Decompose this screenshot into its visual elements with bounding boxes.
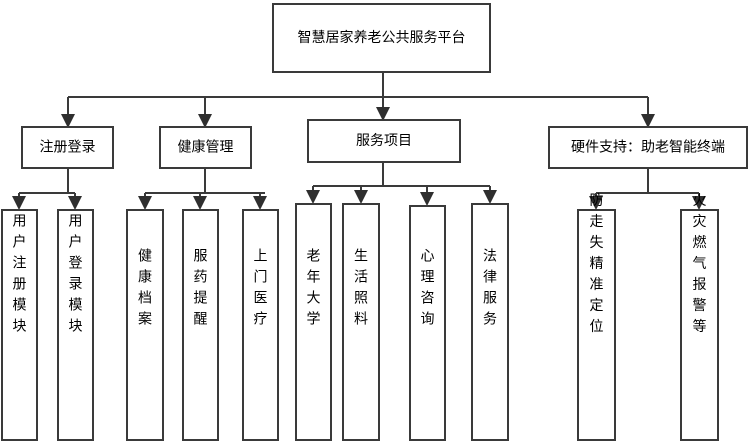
node-root-label: 智慧居家养老公共服务平台	[298, 29, 466, 46]
node-health-record-label: 健康档案	[138, 249, 152, 328]
node-health-record[interactable]: 健康档案	[126, 209, 164, 441]
node-user-login-module[interactable]: 用户登录模块	[57, 209, 94, 441]
node-anti-wander-positioning-label: 防走失精准定位	[590, 193, 604, 335]
node-daily-care-label: 生活照料	[354, 249, 368, 328]
node-service-items-label: 服务项目	[356, 133, 412, 149]
node-daily-care[interactable]: 生活照料	[342, 203, 380, 441]
node-hardware-support-box[interactable]	[548, 126, 748, 169]
node-psychological-counseling[interactable]: 心理咨询	[409, 205, 446, 441]
arrowhead-legal-service	[483, 190, 497, 204]
node-user-register-module-box[interactable]	[1, 209, 38, 441]
node-home-visit-medical-label: 上门医疗	[254, 249, 268, 328]
node-root[interactable]: 智慧居家养老公共服务平台	[272, 3, 491, 73]
node-hardware-support-label: 硬件支持：助老智能终端	[571, 140, 725, 156]
connector-layer	[12, 72, 706, 210]
node-user-login-module-box[interactable]	[57, 209, 94, 441]
arrowhead-daily-care	[354, 190, 368, 204]
node-user-register-module-label: 用户注册模块	[13, 215, 27, 335]
node-legal-service-box[interactable]	[471, 203, 509, 441]
arrowhead-user-register-module	[12, 196, 26, 210]
arrowhead-fire-gas-alarm	[692, 196, 706, 210]
node-user-login-module-label: 用户登录模块	[69, 215, 83, 335]
node-user-register-module[interactable]: 用户注册模块	[1, 209, 38, 441]
node-home-visit-medical-box[interactable]	[242, 209, 279, 441]
node-senior-university-box[interactable]	[295, 203, 332, 441]
node-fire-gas-alarm[interactable]: 火灾燃气报警等	[680, 194, 719, 441]
node-medication-reminder[interactable]: 服药提醒	[182, 209, 219, 441]
node-legal-service-label: 法律服务	[483, 249, 497, 328]
node-health-management-label: 健康管理	[178, 139, 234, 156]
node-daily-care-box[interactable]	[342, 203, 380, 441]
node-psychological-counseling-box[interactable]	[409, 205, 446, 441]
node-medication-reminder-label: 服药提醒	[194, 250, 208, 328]
arrowhead-register-login	[61, 114, 75, 128]
arrowhead-senior-university	[306, 190, 320, 204]
node-psychological-counseling-label: 心理咨询	[421, 249, 435, 328]
arrowhead-medication-reminder	[193, 196, 207, 210]
node-health-record-box[interactable]	[126, 209, 164, 441]
arrowhead-service-items	[376, 107, 390, 121]
node-anti-wander-positioning-box[interactable]	[577, 209, 616, 441]
node-legal-service[interactable]: 法律服务	[471, 203, 509, 441]
arrowhead-user-login-module	[68, 196, 82, 210]
node-senior-university-label: 老年大学	[307, 249, 321, 328]
arrowhead-hardware-support	[641, 114, 655, 128]
node-register-login[interactable]: 注册登录	[21, 126, 114, 169]
node-service-items-box[interactable]	[307, 119, 461, 163]
node-senior-university[interactable]: 老年大学	[295, 203, 332, 441]
arrowhead-psychological-counseling	[420, 192, 434, 206]
node-home-visit-medical[interactable]: 上门医疗	[242, 209, 279, 441]
node-health-management-box[interactable]	[159, 126, 252, 169]
node-root-box[interactable]	[272, 3, 491, 73]
node-health-management[interactable]: 健康管理	[159, 126, 252, 169]
arrowhead-anti-wander-positioning	[589, 196, 603, 210]
arrowhead-health-record	[138, 196, 152, 210]
node-register-login-label: 注册登录	[40, 140, 96, 156]
arrowhead-home-visit-medical	[253, 196, 267, 210]
node-hardware-support[interactable]: 硬件支持：助老智能终端	[548, 126, 748, 169]
node-anti-wander-positioning[interactable]: 防走失精准定位	[577, 193, 616, 441]
node-service-items[interactable]: 服务项目	[307, 119, 461, 163]
node-fire-gas-alarm-box[interactable]	[680, 209, 719, 441]
arrowhead-health-management	[198, 114, 212, 128]
node-medication-reminder-box[interactable]	[182, 209, 219, 441]
node-fire-gas-alarm-label: 火灾燃气报警等	[693, 194, 707, 335]
node-register-login-box[interactable]	[21, 126, 114, 169]
